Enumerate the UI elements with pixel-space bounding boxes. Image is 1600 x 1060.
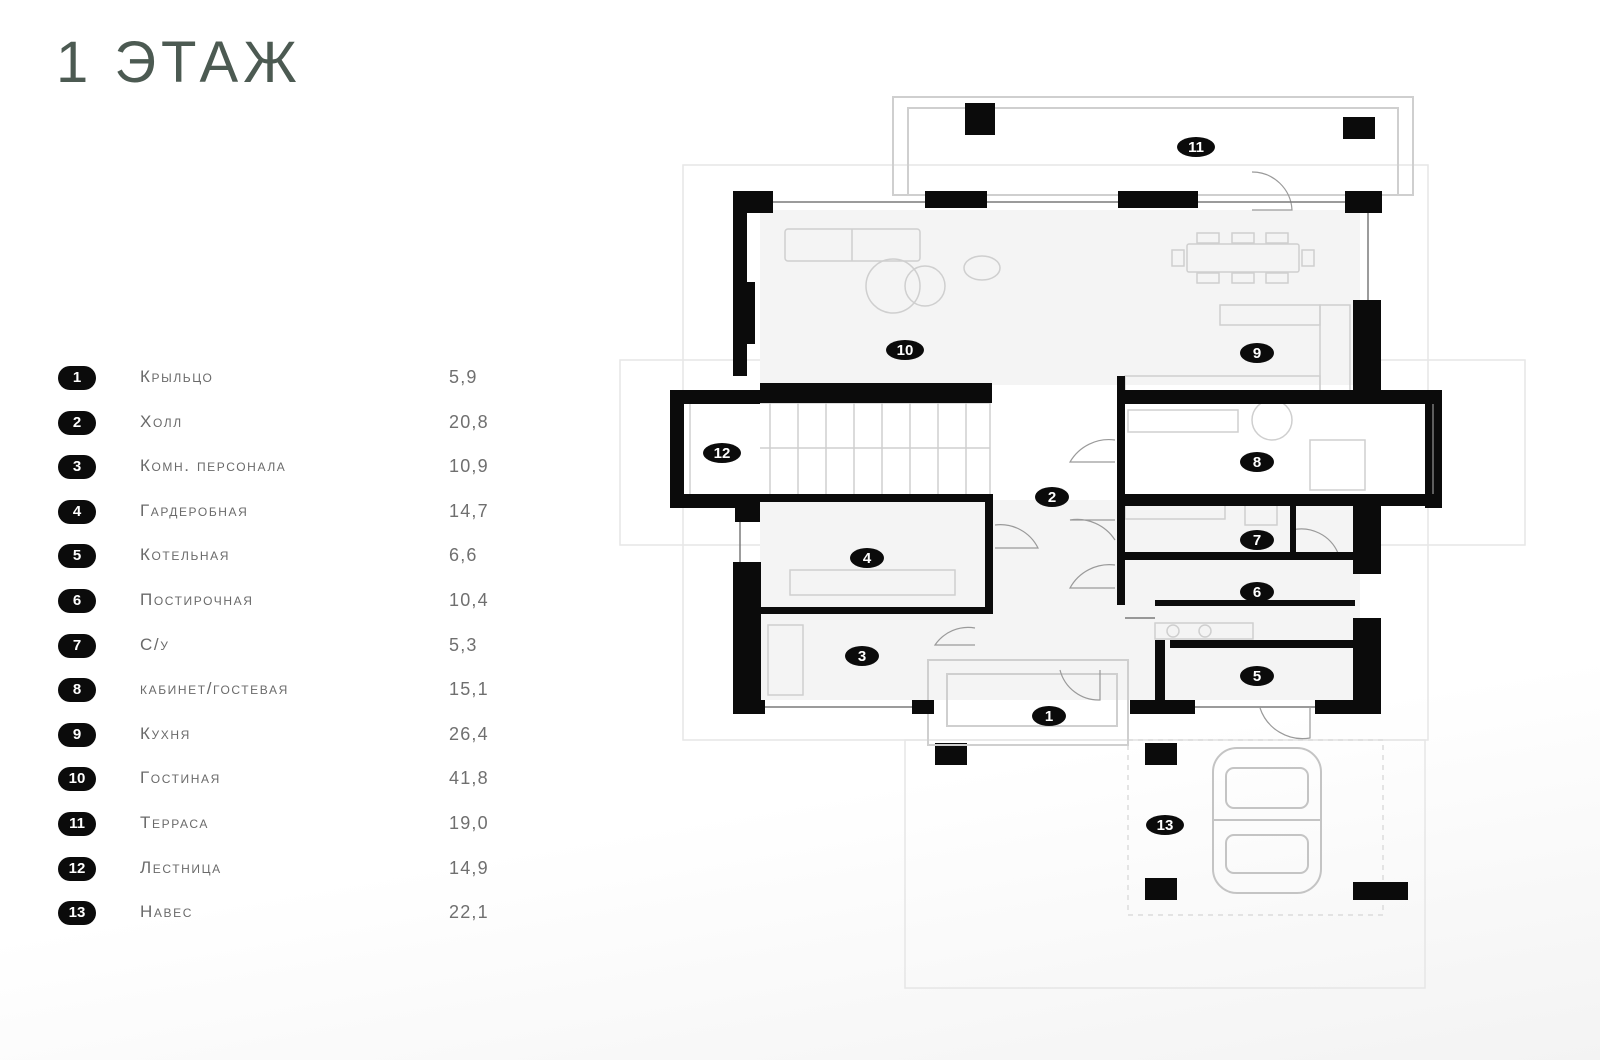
legend-row: 7 С/у 5,3 <box>56 630 556 675</box>
legend-row: 1 Крыльцо 5,9 <box>56 362 556 407</box>
window-lines <box>739 201 1434 708</box>
room-legend: 1 Крыльцо 5,9 2 Холл 20,8 3 Комн. персонала 10… <box>56 362 556 942</box>
legend-row: 9 Кухня 26,4 <box>56 719 556 764</box>
terrace-columns <box>965 103 1375 139</box>
svg-text:6: 6 <box>1253 584 1261 601</box>
legend-room-area: 22,1 <box>449 902 489 923</box>
legend-room-area: 14,9 <box>449 857 489 878</box>
room-badge: 1 <box>1032 706 1066 726</box>
legend-room-area: 20,8 <box>449 411 489 432</box>
svg-text:1: 1 <box>1045 708 1053 725</box>
legend-room-area: 15,1 <box>449 679 489 700</box>
legend-room-name: Постирочная <box>140 589 254 609</box>
legend-number-badge: 6 <box>58 588 96 613</box>
room-badge: 11 <box>1177 137 1215 157</box>
legend-room-name: Комн. персонала <box>140 456 287 476</box>
car-icon <box>1212 747 1322 894</box>
legend-room-area: 26,4 <box>449 723 489 744</box>
svg-text:8: 8 <box>1253 454 1261 471</box>
walls <box>670 191 1442 714</box>
carport-outline <box>1127 739 1384 916</box>
legend-row: 6 Постирочная 10,4 <box>56 585 556 630</box>
door-swings <box>933 171 1339 740</box>
room-badge: 6 <box>1240 582 1274 602</box>
legend-number-badge: 2 <box>58 410 96 435</box>
legend-row: 3 Комн. персонала 10,9 <box>56 451 556 496</box>
legend-room-name: Терраса <box>140 812 209 832</box>
room-badge: 8 <box>1240 452 1274 472</box>
page-title: 1 ЭТАЖ <box>56 30 302 95</box>
legend-number-badge: 11 <box>58 811 96 836</box>
svg-text:11: 11 <box>1188 139 1204 156</box>
svg-text:7: 7 <box>1253 532 1261 549</box>
legend-row: 8 кабинет/гостевая 15,1 <box>56 674 556 719</box>
legend-number-badge: 1 <box>58 366 96 390</box>
svg-text:5: 5 <box>1253 668 1261 685</box>
svg-text:3: 3 <box>858 648 866 665</box>
legend-room-name: кабинет/гостевая <box>140 679 289 699</box>
room-badge: 3 <box>845 646 879 666</box>
legend-number-badge: 13 <box>58 901 96 926</box>
legend-row: 4 Гардеробная 14,7 <box>56 496 556 541</box>
svg-text:13: 13 <box>1157 817 1174 834</box>
legend-number-badge: 8 <box>58 678 96 703</box>
svg-text:4: 4 <box>863 550 872 567</box>
carport-columns <box>935 743 1408 900</box>
legend-room-area: 10,4 <box>449 589 489 610</box>
legend-room-area: 5,3 <box>449 634 478 655</box>
legend-room-name: Крыльцо <box>140 367 214 386</box>
legend-room-area: 19,0 <box>449 812 489 833</box>
legend-room-name: Гостиная <box>140 768 221 788</box>
svg-text:9: 9 <box>1253 345 1261 362</box>
legend-room-area: 14,7 <box>449 500 489 521</box>
legend-number-badge: 12 <box>58 856 96 881</box>
legend-row: 11 Терраса 19,0 <box>56 808 556 853</box>
legend-room-name: Холл <box>140 411 183 431</box>
legend-number-badge: 4 <box>58 499 96 524</box>
legend-row: 12 Лестница 14,9 <box>56 853 556 898</box>
room-badge: 4 <box>850 548 884 568</box>
legend-number-badge: 10 <box>58 767 96 792</box>
legend-row: 13 Навес 22,1 <box>56 897 556 942</box>
svg-text:10: 10 <box>897 342 914 359</box>
legend-row: 10 Гостиная 41,8 <box>56 763 556 808</box>
legend-number-badge: 5 <box>58 544 96 569</box>
legend-room-area: 10,9 <box>449 456 489 477</box>
legend-room-name: Лестница <box>140 857 222 877</box>
room-badge: 12 <box>703 443 741 463</box>
room-badge: 5 <box>1240 666 1274 686</box>
room-badge: 2 <box>1035 487 1069 507</box>
legend-number-badge: 9 <box>58 722 96 747</box>
legend-room-name: Навес <box>140 902 193 922</box>
room-badge: 9 <box>1240 343 1274 363</box>
legend-room-name: Кухня <box>140 723 191 743</box>
legend-room-area: 41,8 <box>449 768 489 789</box>
legend-room-name: С/у <box>140 634 170 654</box>
svg-text:12: 12 <box>714 445 731 462</box>
legend-room-area: 5,9 <box>449 367 478 387</box>
legend-number-badge: 3 <box>58 455 96 480</box>
legend-room-name: Котельная <box>140 545 231 565</box>
legend-row: 5 Котельная 6,6 <box>56 540 556 585</box>
room-badge: 7 <box>1240 530 1274 550</box>
room-badges: 1 2 3 4 5 6 7 8 9 10 11 12 13 <box>703 137 1274 835</box>
legend-number-badge: 7 <box>58 633 96 658</box>
room-badge: 13 <box>1146 815 1184 835</box>
svg-text:2: 2 <box>1048 489 1056 506</box>
legend-row: 2 Холл 20,8 <box>56 407 556 452</box>
legend-room-area: 6,6 <box>449 545 478 566</box>
room-badge: 10 <box>886 340 924 360</box>
legend-room-name: Гардеробная <box>140 500 249 520</box>
